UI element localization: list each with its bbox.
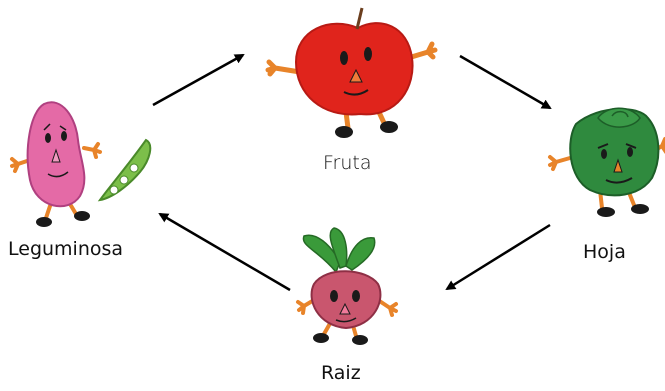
label-fruta: Fruta <box>323 152 372 174</box>
arrow-fruta-to-hoja <box>460 56 550 108</box>
apple-character-icon <box>268 8 435 138</box>
arrow-raiz-to-leguminosa <box>160 214 290 290</box>
arrow-leguminosa-to-fruta <box>153 55 243 105</box>
radish-character-icon <box>298 228 396 345</box>
pea-pod-icon <box>100 140 150 200</box>
cabbage-character-icon <box>550 108 665 217</box>
label-raiz: Raiz <box>321 362 361 384</box>
label-hoja: Hoja <box>583 241 626 263</box>
arrow-hoja-to-raiz <box>447 225 550 289</box>
bean-character-icon <box>12 102 100 227</box>
label-leguminosa: Leguminosa <box>8 238 123 260</box>
